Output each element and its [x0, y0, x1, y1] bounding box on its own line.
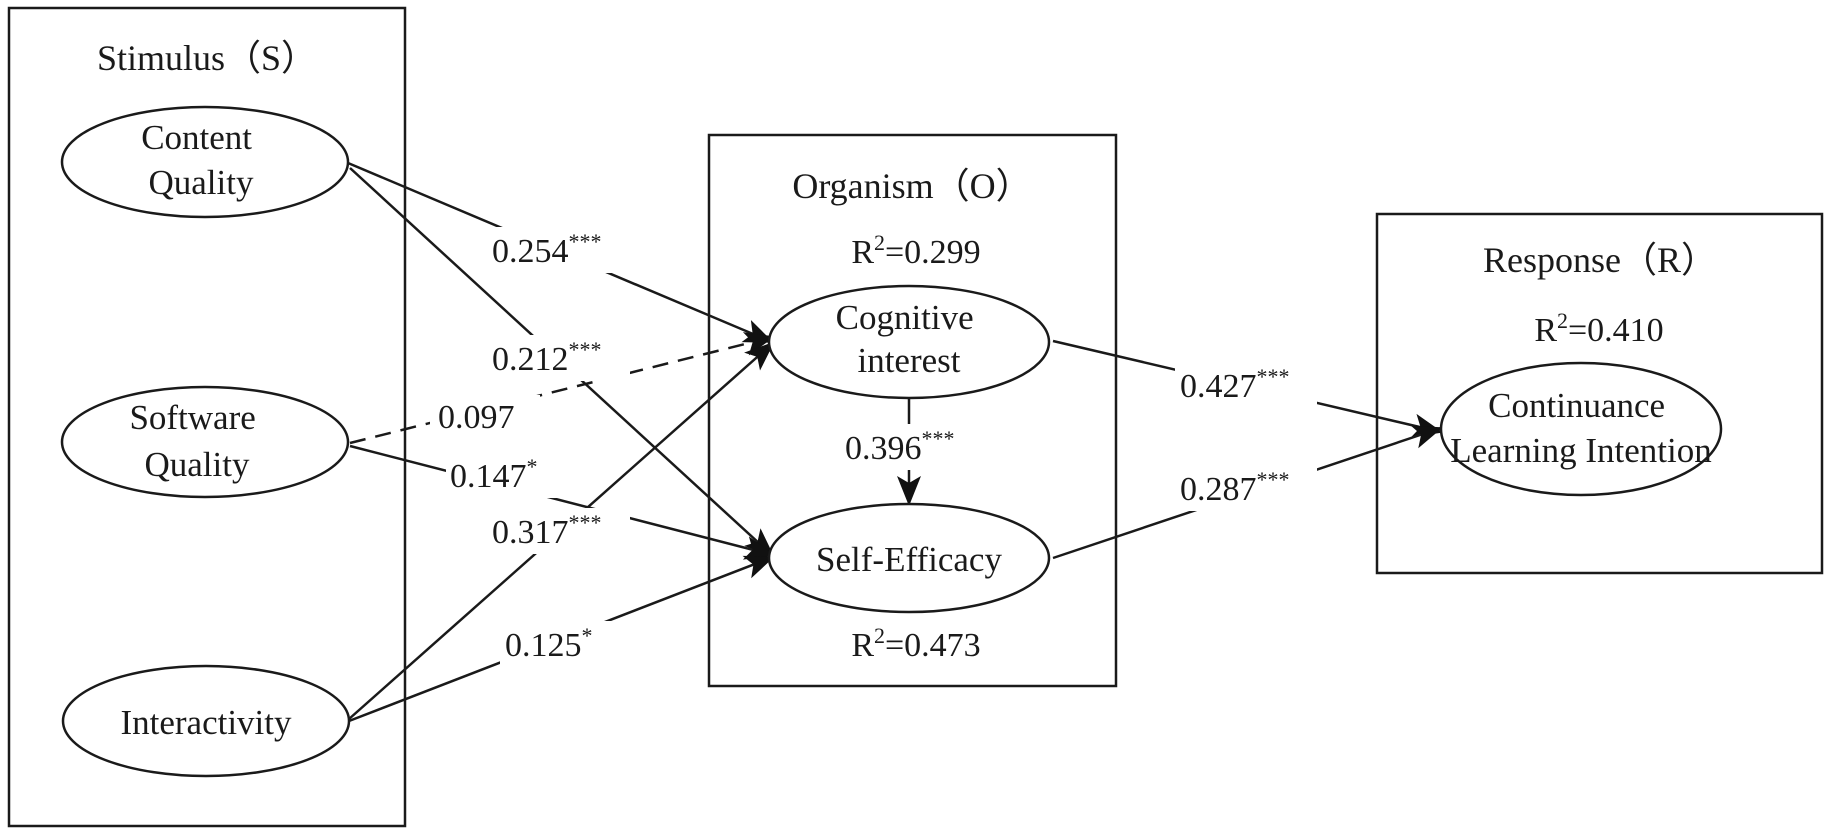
coef-software-quality-cognitive-interest: 0.097 [438, 399, 515, 436]
coef-software-quality-self-efficacy: 0.147* [450, 454, 538, 495]
cognitive-interest-node [767, 284, 1051, 400]
interactivity-label: Interactivity [120, 703, 292, 742]
coef-interactivity-self-efficacy: 0.125* [505, 623, 593, 664]
continuance-learning-intention-label: Continuance Learning Intention [1450, 386, 1711, 470]
response-box [1375, 212, 1824, 575]
organism-title: Organism（O） [792, 166, 1031, 206]
stimulus-title: Stimulus（S） [97, 38, 317, 78]
coefficient-label-backgrounds [430, 227, 1317, 667]
coef-cognitive-interest-continuance: 0.427*** [1180, 364, 1290, 405]
software-quality-label: Software Quality [129, 398, 264, 484]
coef-content-quality-self-efficacy: 0.212*** [492, 337, 602, 378]
response-title: Response（R） [1483, 240, 1717, 280]
content-quality-node [60, 105, 350, 219]
coef-self-efficacy-continuance: 0.287*** [1180, 467, 1290, 508]
path-software-quality-to-cognitive-interest [349, 332, 775, 445]
software-quality-node [60, 385, 350, 499]
r2-self-efficacy: R2=0.473 [851, 623, 980, 664]
stimulus-box [7, 6, 407, 828]
r2-continuance: R2=0.410 [1534, 308, 1663, 349]
self-efficacy-node [767, 502, 1051, 614]
r2-cognitive-interest: R2=0.299 [851, 230, 980, 271]
self-efficacy-label: Self-Efficacy [816, 540, 1002, 579]
organism-box [707, 133, 1118, 688]
coef-interactivity-cognitive-interest: 0.317*** [492, 510, 602, 551]
path-software-quality-to-self-efficacy [349, 444, 775, 560]
coef-cognitive-interest-self-efficacy: 0.396*** [845, 426, 955, 467]
content-quality-label: Content Quality [141, 118, 261, 202]
interactivity-node [61, 664, 351, 778]
continuance-learning-intention-node [1439, 361, 1723, 497]
coef-content-quality-cognitive-interest: 0.254*** [492, 229, 602, 270]
cognitive-interest-label: Cognitive interest [836, 298, 983, 380]
